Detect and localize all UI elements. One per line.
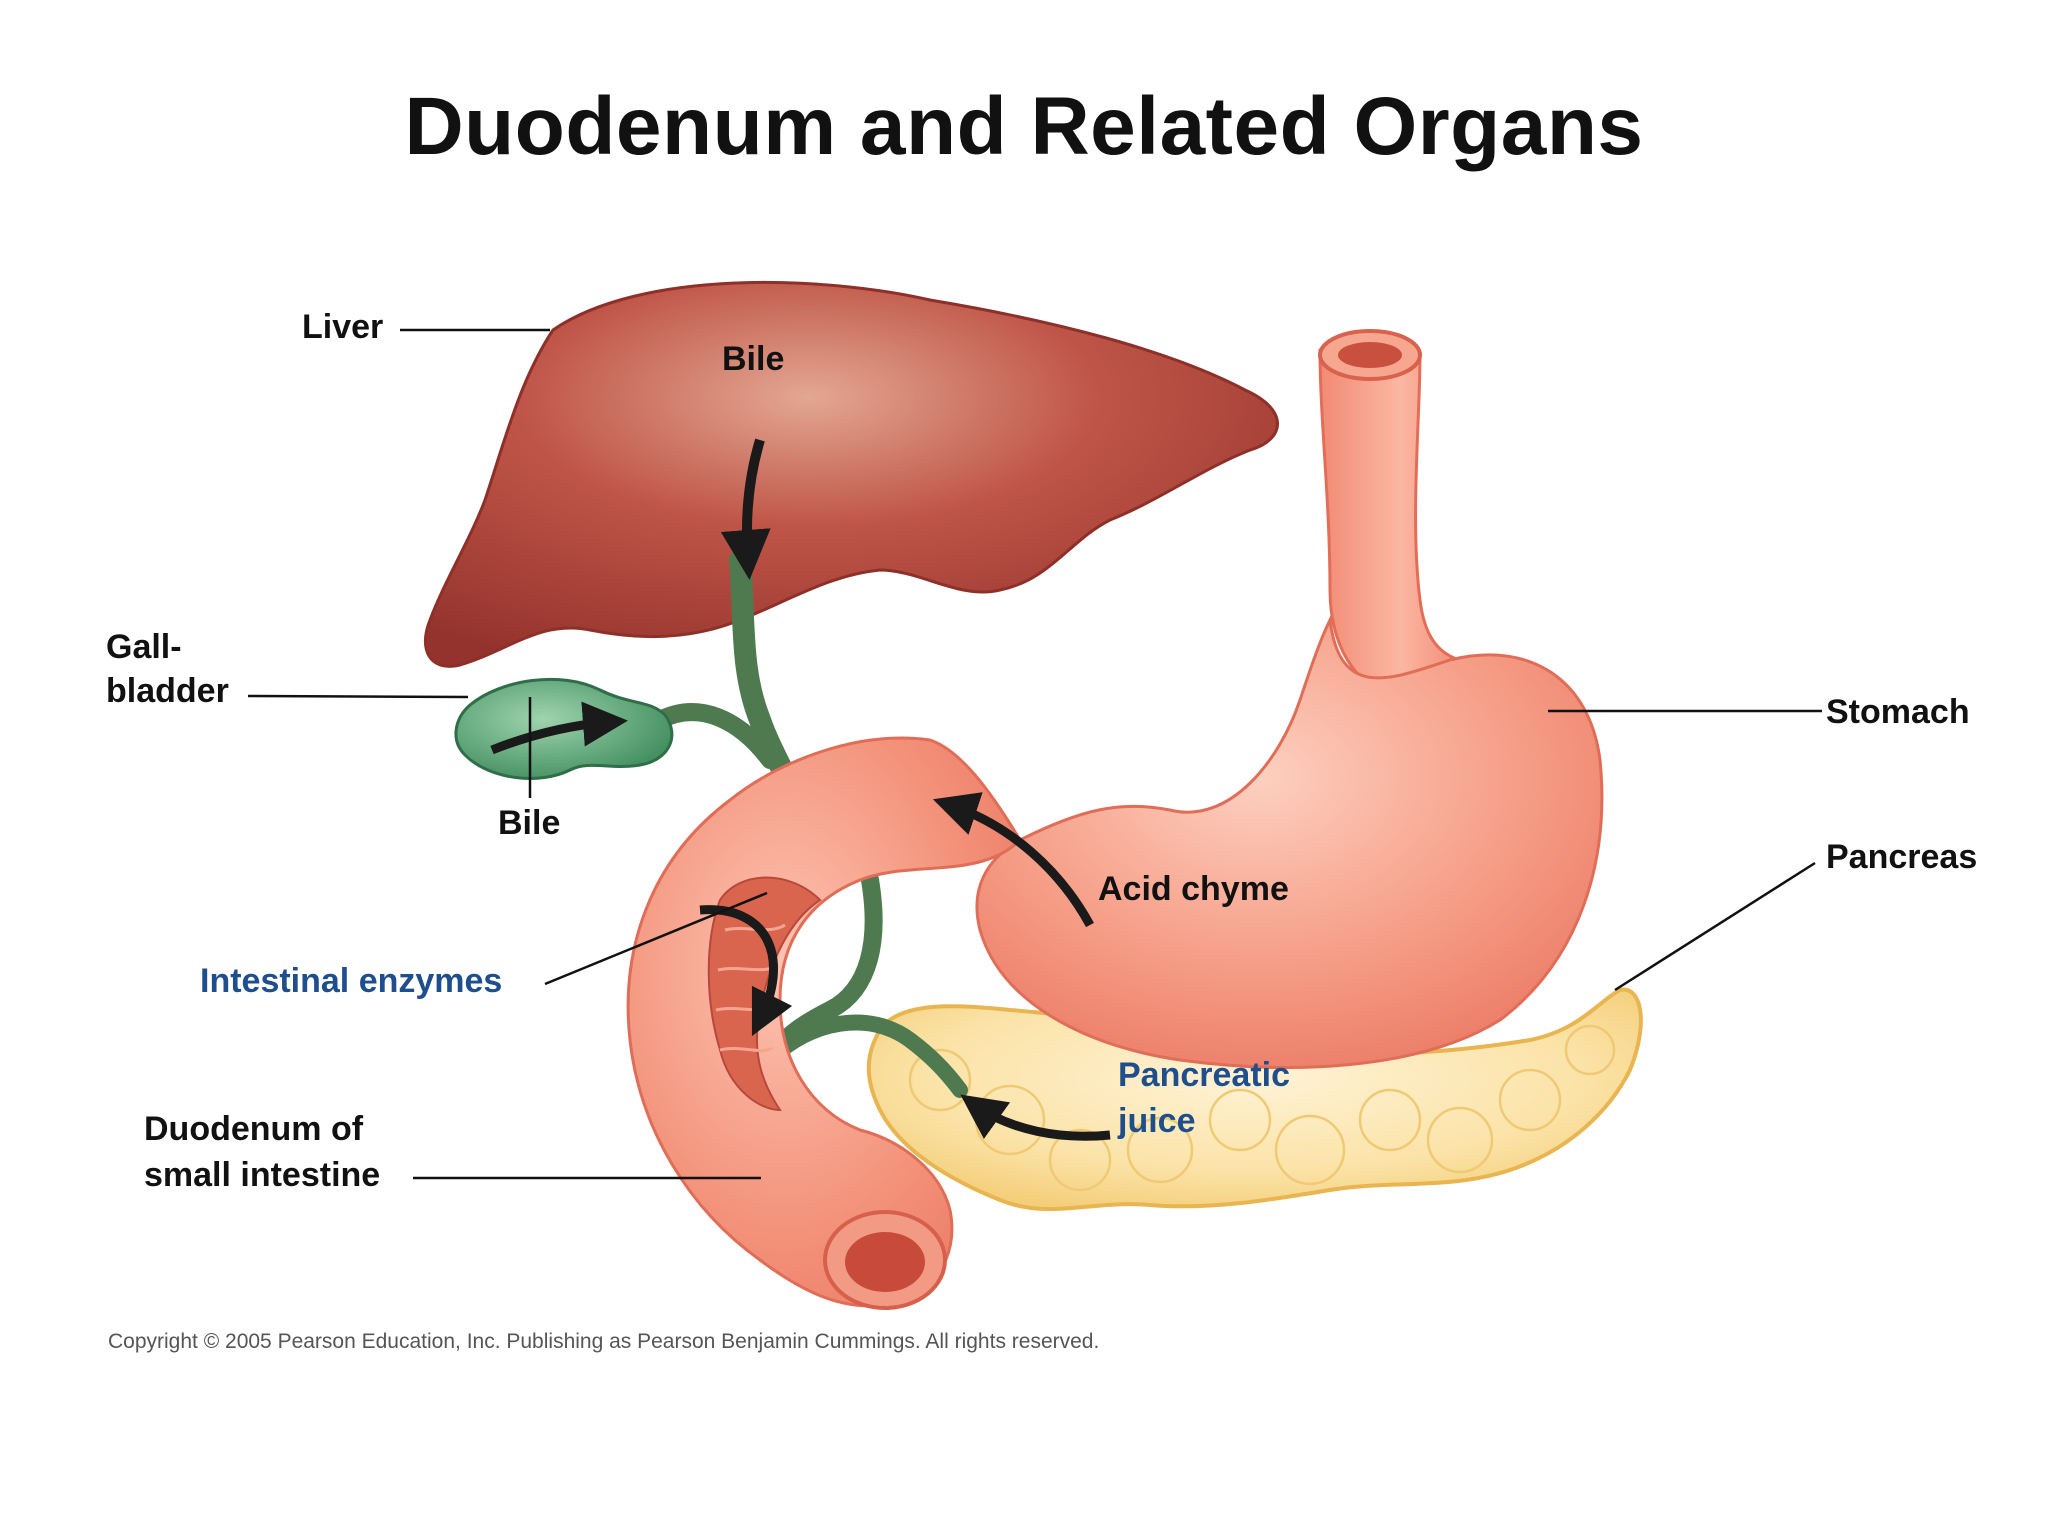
pancreatic-duct [762,1014,968,1098]
esophagus-shape [1318,334,1485,702]
stomach-label: Stomach [1826,693,1970,731]
duodenum-label-line1: Duodenum of [144,1110,364,1148]
pancreatic-juice-label-line1: Pancreatic [1118,1056,1290,1094]
duodenum-cutaway [707,876,822,1112]
bile-top-label: Bile [722,340,784,378]
bile-bottom-label: Bile [498,804,560,842]
pancreatic-juice-label-line2: juice [1117,1102,1195,1140]
acid-chyme-label: Acid chyme [1098,870,1289,908]
bile-into-gallbladder-arrow [490,701,628,755]
leader-lines [247,328,1822,1180]
bile-from-liver-arrow [720,438,771,580]
pancreas-lobules [908,1024,1616,1192]
gallbladder-label-line2: bladder [106,672,229,710]
intestinal-enzymes-label: Intestinal enzymes [200,962,502,1000]
liver-label: Liver [302,308,383,346]
page-title: Duodenum and Related Organs [404,81,1644,172]
duodenum-shape [626,736,1022,1308]
pancreas-label: Pancreas [1826,838,1977,876]
stomach-shape [975,614,1604,1069]
cystic-duct [651,703,779,769]
pancreatic-juice-arrow [960,1094,1111,1141]
copyright-notice: Copyright © 2005 Pearson Education, Inc.… [108,1330,1100,1353]
acid-chyme-arrow [932,792,1094,928]
liver-shape [424,280,1279,668]
duodenum-label-line2: small intestine [144,1156,380,1194]
gallbladder-label-line1: Gall- [106,628,182,666]
